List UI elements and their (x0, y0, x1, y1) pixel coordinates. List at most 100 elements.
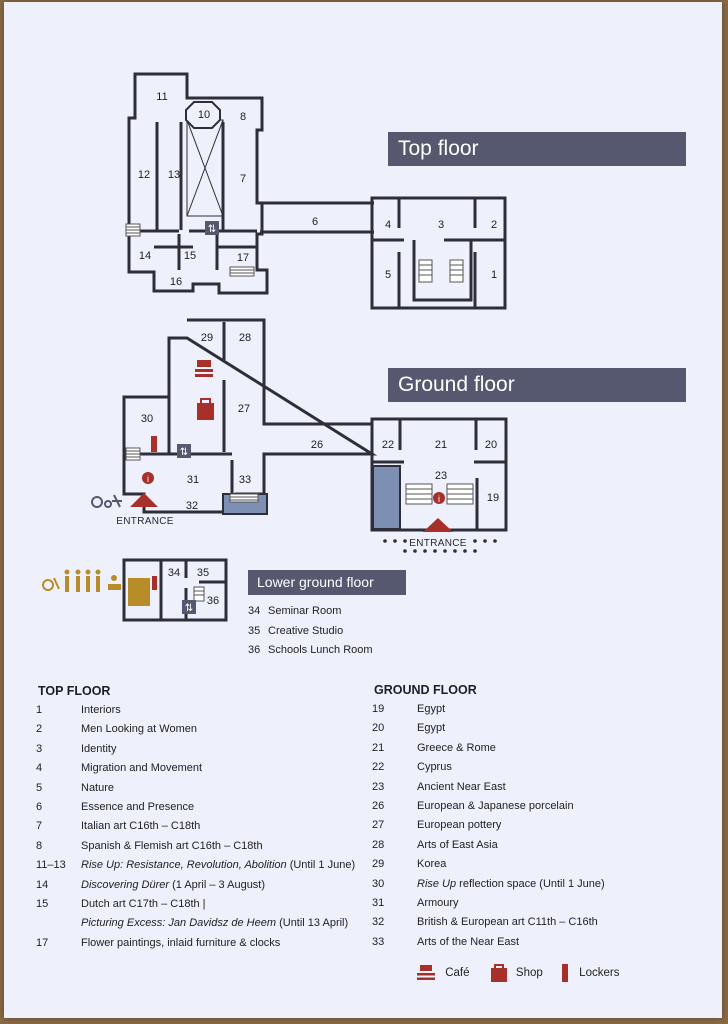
lower-ground-outline (122, 558, 228, 622)
gallery-number: 7 (36, 820, 43, 833)
gallery-number: 22 (372, 761, 385, 774)
room-26-label: 26 (311, 439, 323, 451)
list-item: 11–13 Rise Up: Resistance, Revolution, Ab… (36, 856, 366, 875)
gallery-name: Men Looking at Women (81, 723, 197, 736)
room-27-label: 27 (238, 403, 250, 415)
gallery-name: Armoury (417, 896, 459, 909)
room-13-label: 13 (168, 169, 180, 181)
entrance-label-east: ENTRANCE (409, 538, 466, 549)
list-item: Picturing Excess: Jan Davidsz de Heem (U… (36, 914, 366, 933)
floor-plans: ⇅ ⇅ ⇅ i i (42, 72, 508, 622)
gallery-name: Arts of the Near East (417, 935, 520, 948)
room-34-label: 34 (168, 567, 180, 579)
top-floor-banner: Top floor (388, 132, 686, 166)
list-item: 21 Greece & Rome (372, 739, 712, 758)
gallery-number: 21 (372, 741, 385, 754)
gallery-name: Spanish & Flemish art C16th – C18th (81, 839, 263, 852)
lower-gold-block (128, 578, 150, 606)
entrance-marker-west (130, 493, 158, 507)
room-30-label: 30 (141, 413, 153, 425)
top-floor-heading: TOP FLOOR (38, 684, 111, 698)
gallery-number: 8 (36, 839, 43, 852)
gallery-name: Greece & Rome (417, 741, 496, 754)
room-28-label: 28 (239, 332, 251, 344)
wheelchair-icon-lower (42, 577, 60, 591)
gallery-name: Interiors (81, 704, 121, 716)
svg-text:i: i (147, 474, 149, 484)
gallery-name-suffix: reflection space (Until 1 June) (456, 877, 605, 890)
gallery-name: Egypt (417, 722, 446, 735)
shop-icon-map (197, 398, 214, 420)
gallery-name: British & European art C11th – C16th (417, 916, 598, 929)
lower-ground-walls (159, 560, 226, 620)
gallery-number: 33 (372, 935, 385, 948)
gallery-name-suffix: (Until 13 April) (276, 917, 349, 930)
gallery-name: Rise Up: Resistance, Revolution, Aboliti… (81, 859, 355, 871)
gallery-name: Rise Up reflection space (Until 1 June) (417, 878, 605, 890)
gallery-name: Italian art C16th – C18th (81, 820, 201, 833)
ground-blue-block-22 (372, 465, 401, 530)
top-west-wing-walls (129, 122, 257, 270)
entrance-approach-dots (383, 539, 497, 553)
gallery-name: Cyprus (417, 761, 452, 774)
top-east-block-walls (372, 198, 505, 308)
gallery-number: 14 (36, 878, 49, 891)
gallery-number: 11–13 (36, 859, 66, 872)
svg-text:⇅: ⇅ (180, 447, 188, 458)
legend-cafe-label: Café (445, 967, 470, 979)
shop-icon (490, 964, 507, 982)
room-11-label: 11 (156, 91, 167, 103)
gallery-number: 17 (36, 936, 49, 949)
entrance-marker-east (423, 518, 453, 532)
list-item: 5 Nature (36, 779, 366, 798)
gallery-name-suffix: (Until 1 June) (286, 859, 356, 872)
info-icon: i i (142, 472, 445, 504)
toilets-icon (64, 569, 101, 592)
gallery-name: Nature (81, 781, 115, 794)
room-19-label: 19 (487, 492, 499, 504)
baby-change-icon (108, 575, 121, 590)
room-36-label: 36 (207, 595, 219, 607)
lockers-icon (561, 964, 568, 982)
room-16-label: 16 (170, 276, 182, 288)
room-31-label: 31 (187, 474, 199, 486)
gallery-name: European pottery (417, 819, 502, 832)
room-17-label: 17 (237, 252, 249, 264)
gallery-number: 15 (36, 897, 49, 910)
room-14-label: 14 (139, 250, 151, 262)
stairs-icon (125, 223, 474, 602)
room-8-label: 8 (240, 111, 246, 123)
ground-east-block-walls (372, 419, 506, 530)
room-12-label: 12 (138, 169, 150, 181)
gallery-name: Ancient Near East (417, 780, 506, 793)
gallery-number: 6 (36, 800, 43, 813)
list-item: 7 Italian art C16th – C18th (36, 817, 366, 836)
cafe-icon-map (195, 360, 213, 377)
gallery-name: Identity (81, 742, 117, 755)
ground-floor-heading: GROUND FLOOR (374, 683, 477, 697)
gallery-name-italic: Rise Up (417, 877, 457, 890)
gallery-number: 5 (36, 781, 43, 794)
room-3-label: 3 (438, 219, 444, 231)
list-item: 33 Arts of the Near East (372, 933, 712, 952)
legend: Café Shop Lockers (416, 964, 619, 982)
room-21-label: 21 (435, 439, 447, 451)
map-sheet: ⇅ ⇅ ⇅ i i (4, 2, 722, 1018)
room-15-label: 15 (184, 250, 196, 262)
room-20-label: 20 (485, 439, 497, 451)
list-item: 8 Spanish & Flemish art C16th – C18th (36, 837, 366, 856)
